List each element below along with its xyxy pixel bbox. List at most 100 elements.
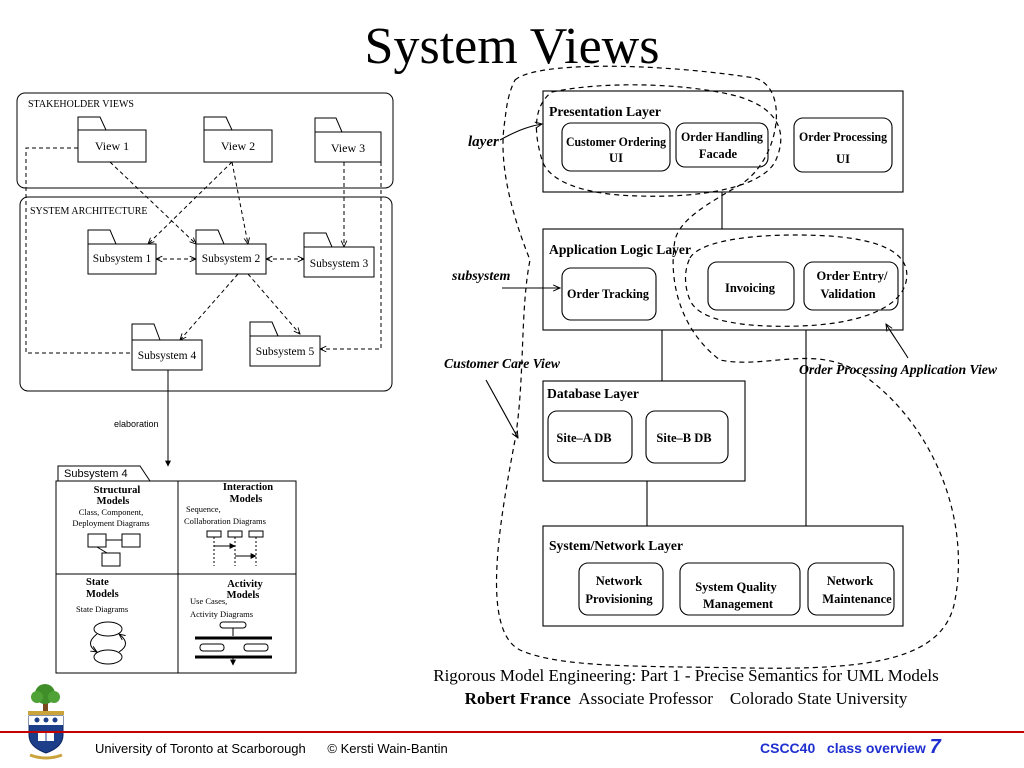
view-3-label: View 3: [331, 141, 365, 155]
database-layer-label: Database Layer: [547, 387, 639, 402]
footer-institution: University of Toronto at Scarborough: [95, 741, 306, 756]
interaction-desc-1: Sequence,: [186, 504, 221, 514]
interaction-mini-diagram: [206, 530, 264, 566]
view-2-package: [203, 116, 273, 163]
customer-ordering-ui-box: [561, 122, 671, 172]
system-quality-management-box: [679, 562, 801, 616]
left-diagram: [16, 92, 394, 674]
application-layer-label: Application Logic Layer: [549, 243, 691, 258]
system-quality-line-1: System Quality: [695, 580, 777, 594]
order-tracking-box: [561, 267, 657, 321]
site-b-db-label: Site–B DB: [656, 431, 711, 445]
system-network-layer: [542, 525, 904, 627]
site-a-db-label: Site–A DB: [556, 431, 611, 445]
university-crest-icon: [28, 684, 64, 760]
layer-arrow: [499, 124, 542, 141]
subsystem-4-package: [131, 323, 203, 371]
view-1-package: [77, 116, 147, 163]
network-maintenance-line-2: Maintenance: [822, 592, 892, 606]
order-processing-line-1: Order Processing: [799, 130, 888, 144]
state-title-2: Models: [86, 589, 119, 600]
elaboration-label: elaboration: [114, 419, 159, 429]
order-processing-annotation: Order Processing Application View: [799, 363, 998, 378]
view-1-label: View 1: [95, 139, 129, 153]
subsystem-5-label: Subsystem 5: [256, 346, 315, 358]
invoicing-label: Invoicing: [725, 281, 776, 295]
interaction-title-1: Interaction: [223, 482, 273, 493]
structural-title-2: Models: [97, 496, 130, 507]
citation-author: Robert France: [464, 689, 571, 708]
customer-care-arrow: [485, 379, 518, 438]
network-provisioning-line-2: Provisioning: [585, 592, 653, 606]
order-entry-line-2: Validation: [820, 287, 875, 301]
structural-desc-1: Class, Component,: [79, 507, 143, 517]
application-logic-layer: [542, 228, 904, 331]
detail-tab: [57, 465, 151, 482]
structural-desc-2: Deployment Diagrams: [72, 518, 149, 528]
stakeholder-views-label: STAKEHOLDER VIEWS: [28, 99, 134, 110]
footer-course: CSCC40 class overview: [760, 740, 926, 756]
site-a-db-box: [547, 410, 633, 464]
interaction-title-2: Models: [230, 494, 263, 505]
diagrams-canvas: STAKEHOLDER VIEWS View 1 View 2 View 3 S…: [16, 65, 998, 674]
page-number: 7: [929, 736, 941, 758]
subsystem-4-detail: [55, 480, 297, 674]
database-layer: [542, 380, 746, 482]
citation-university: Colorado State University: [729, 689, 908, 708]
order-handling-facade-box: [675, 122, 769, 168]
order-handling-line-2: Facade: [699, 147, 738, 161]
citation-line-1: Rigorous Model Engineering: Part 1 - Pre…: [433, 666, 939, 685]
system-quality-line-2: Management: [703, 597, 774, 611]
structural-mini-diagram: [87, 533, 141, 567]
order-handling-line-1: Order Handling: [681, 130, 764, 144]
subsystem-3-label: Subsystem 3: [310, 258, 369, 270]
subsystem-4-label: Subsystem 4: [138, 350, 197, 362]
state-mini-diagram: [90, 621, 126, 665]
footer-divider: [0, 731, 1024, 733]
subsystem-2-package: [195, 229, 267, 275]
presentation-layer-label: Presentation Layer: [549, 105, 661, 120]
subsystem-2-label: Subsystem 2: [202, 253, 261, 265]
site-b-db-box: [645, 410, 729, 464]
slide-title: System Views: [364, 18, 660, 75]
subsystem-annotation: subsystem: [451, 269, 510, 284]
citation-role: Associate Professor: [578, 689, 713, 708]
citation-line-2: Robert France Associate Professor Colora…: [380, 689, 992, 709]
network-layer-label: System/Network Layer: [549, 539, 683, 554]
right-diagram-text: Presentation Layer Customer Ordering UI …: [444, 105, 998, 611]
right-diagram: [485, 65, 959, 669]
customer-ordering-line-1: Customer Ordering: [566, 135, 667, 149]
detail-tab-label: Subsystem 4: [64, 468, 128, 480]
footer-right: CSCC40 class overview 7: [760, 736, 941, 759]
order-processing-view-outline: [684, 234, 908, 327]
order-processing-line-2: UI: [836, 152, 850, 166]
subsystem-3-package: [303, 232, 375, 278]
activity-mini-diagram: [195, 621, 272, 666]
activity-desc-2: Activity Diagrams: [190, 609, 253, 619]
presentation-layer: [542, 90, 904, 193]
order-entry-line-1: Order Entry/: [817, 269, 888, 283]
activity-title-2: Models: [227, 590, 260, 601]
customer-care-annotation: Customer Care View: [444, 357, 561, 372]
order-processing-ui-box: [793, 117, 893, 173]
order-processing-arrow: [886, 324, 909, 359]
subsystem-1-package: [87, 229, 157, 275]
structural-title-1: Structural: [94, 485, 141, 496]
footer-copyright: © Kersti Wain-Bantin: [327, 741, 448, 756]
system-architecture-label: SYSTEM ARCHITECTURE: [30, 206, 148, 217]
activity-desc-1: Use Cases,: [190, 596, 227, 606]
interaction-desc-2: Collaboration Diagrams: [184, 516, 266, 526]
state-desc-1: State Diagrams: [76, 604, 128, 614]
view-3-package: [314, 117, 382, 163]
subsystem-1-label: Subsystem 1: [93, 253, 152, 265]
order-entry-validation-box: [803, 261, 899, 311]
system-architecture-panel: [19, 196, 393, 392]
customer-ordering-line-2: UI: [609, 151, 623, 165]
layer-annotation: layer: [468, 134, 499, 150]
order-tracking-label: Order Tracking: [567, 287, 650, 301]
left-diagram-text: STAKEHOLDER VIEWS View 1 View 2 View 3 S…: [28, 99, 368, 619]
view-connectors: [25, 147, 382, 354]
invoicing-box: [707, 261, 795, 311]
network-provisioning-line-1: Network: [596, 574, 643, 588]
network-provisioning-box: [578, 562, 664, 616]
